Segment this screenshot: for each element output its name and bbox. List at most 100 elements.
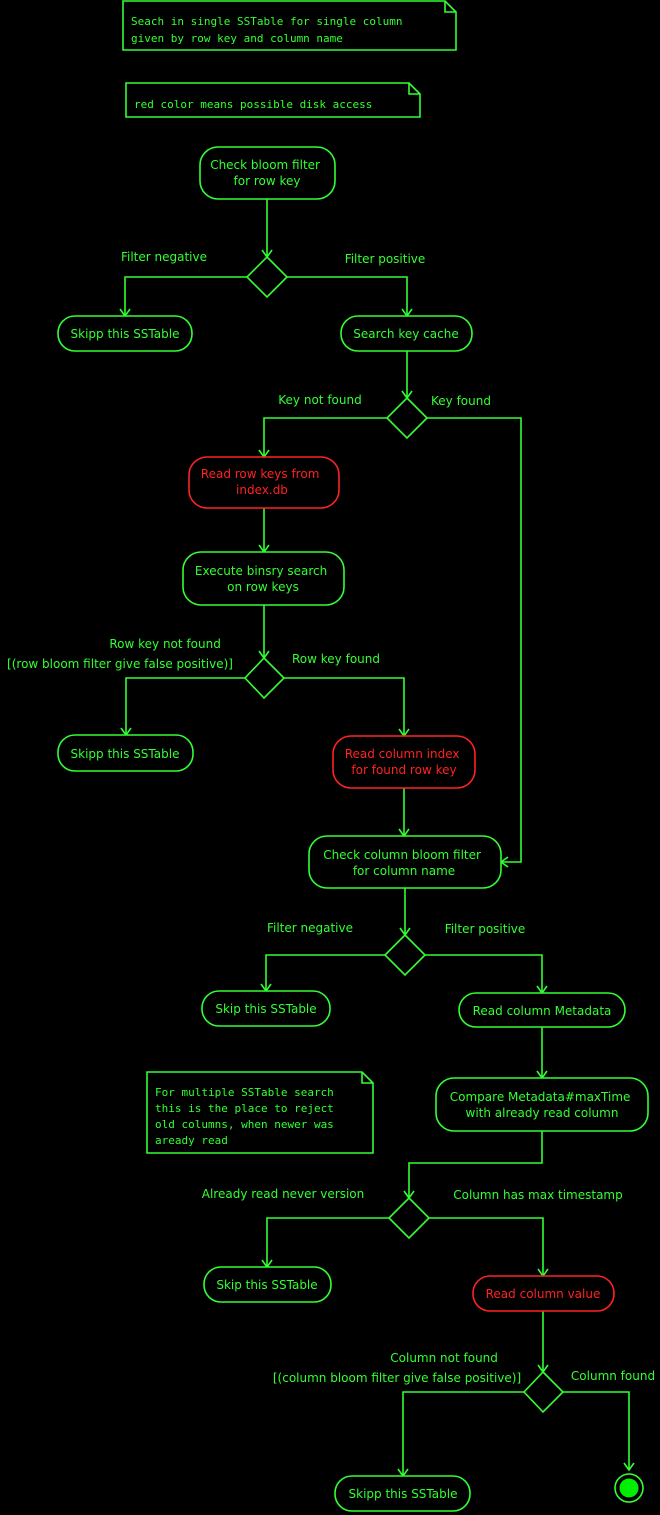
note-line: aready read bbox=[155, 1134, 228, 1147]
decision-column-found bbox=[522, 1370, 565, 1414]
edge bbox=[287, 276, 408, 316]
note-legend-text: red color means possible disk access bbox=[134, 98, 372, 111]
edge-labels: Filter negative Filter positive Key not … bbox=[7, 250, 655, 1385]
edge bbox=[125, 677, 245, 735]
note-multi-sstable-text: For multiple SSTable search this is the … bbox=[155, 1086, 340, 1147]
activity-label-line: Compare Metadata#maxTime bbox=[450, 1090, 631, 1104]
edge-label-line: Already read never version bbox=[202, 1187, 365, 1201]
edge-label: Row key not found [(row bloom filter giv… bbox=[7, 637, 233, 671]
activity-skip-sstable-4: Skip this SSTable bbox=[203, 1266, 332, 1303]
activity-label: Execute binsry search on row keys bbox=[195, 564, 331, 594]
edge-label-line: Filter negative bbox=[267, 921, 353, 935]
activity-label: Read column value bbox=[486, 1287, 601, 1301]
note-line: old columns, when newer was bbox=[155, 1118, 334, 1131]
decision-row-key bbox=[243, 656, 286, 700]
edge bbox=[265, 954, 385, 991]
note-search-scope-text: Seach in single SSTable for single colum… bbox=[131, 15, 409, 45]
activity-binary-search: Execute binsry search on row keys bbox=[182, 551, 345, 606]
activity-read-column-metadata: Read column Metadata bbox=[458, 992, 626, 1028]
edge-label-line: [(row bloom filter give false positive)] bbox=[7, 657, 233, 671]
activity-label: Skip this SSTable bbox=[215, 1002, 316, 1016]
note-search-scope: Seach in single SSTable for single colum… bbox=[122, 0, 457, 51]
edge-label-line: Row key found bbox=[292, 652, 380, 666]
edge-label: Row key found bbox=[292, 652, 380, 666]
activity-label: Skipp this SSTable bbox=[71, 327, 180, 341]
edge-label: Key found bbox=[431, 394, 491, 408]
activity-label-line: for row key bbox=[234, 174, 301, 188]
activity-compare-metadata: Compare Metadata#maxTime with already re… bbox=[435, 1077, 649, 1132]
edge-label: Column found bbox=[571, 1369, 655, 1383]
activity-search-key-cache: Search key cache bbox=[340, 315, 473, 352]
activity-check-bloom-filter: Check bloom filter for row key bbox=[199, 146, 336, 200]
edge bbox=[408, 1131, 543, 1198]
activity-label: Compare Metadata#maxTime with already re… bbox=[450, 1090, 634, 1120]
end-node bbox=[614, 1473, 644, 1503]
edge-label-line: Key found bbox=[431, 394, 491, 408]
activity-label-line: for column name bbox=[353, 864, 455, 878]
activity-label-line: Skip this SSTable bbox=[215, 1002, 316, 1016]
activity-label-line: Skipp this SSTable bbox=[349, 1487, 458, 1501]
note-line: given by row key and column name bbox=[131, 32, 343, 45]
activity-label: Read column index for found row key bbox=[345, 747, 464, 777]
edge-label-line: Column not found bbox=[390, 1351, 498, 1365]
edge-label: Column not found [(column bloom filter g… bbox=[273, 1351, 521, 1385]
edge-label: Filter negative bbox=[121, 250, 207, 264]
activity-skip-sstable-3: Skip this SSTable bbox=[201, 990, 331, 1027]
decision-row-bloom bbox=[245, 255, 289, 299]
activity-label-line: Read column Metadata bbox=[473, 1004, 612, 1018]
edge-label-line: Row key not found bbox=[109, 637, 220, 651]
activity-label-line: for found row key bbox=[351, 763, 456, 777]
edge bbox=[425, 954, 543, 993]
edge bbox=[263, 417, 387, 457]
activity-skip-sstable-5: Skipp this SSTable bbox=[334, 1475, 471, 1512]
activity-label-line: Skip this SSTable bbox=[216, 1278, 317, 1292]
decision-key-cache bbox=[385, 396, 429, 440]
activity-label-line: Read row keys from bbox=[201, 467, 320, 481]
activity-label: Skip this SSTable bbox=[216, 1278, 317, 1292]
decisions bbox=[243, 255, 565, 1414]
activity-read-column-value: Read column value bbox=[472, 1275, 615, 1312]
activity-label-line: Read column index bbox=[345, 747, 460, 761]
arrowhead bbox=[623, 1462, 635, 1472]
edge-label: Column has max timestamp bbox=[453, 1188, 622, 1202]
activity-label-line: Check bloom filter bbox=[210, 158, 320, 172]
activity-read-column-index: Read column index for found row key bbox=[332, 735, 476, 789]
edge bbox=[402, 1391, 524, 1476]
note-line: this is the place to reject bbox=[155, 1102, 334, 1115]
edge bbox=[429, 1217, 544, 1276]
activity-label-line: Skipp this SSTable bbox=[71, 327, 180, 341]
activity-read-row-keys: Read row keys from index.db bbox=[188, 456, 340, 509]
edge bbox=[284, 677, 405, 736]
activity-label-line: Search key cache bbox=[353, 327, 458, 341]
edge-label: Key not found bbox=[278, 393, 361, 407]
activity-label: Search key cache bbox=[353, 327, 458, 341]
activity-label-line: Check column bloom filter bbox=[323, 848, 481, 862]
activity-label-line: Execute binsry search bbox=[195, 564, 327, 578]
activity-skip-sstable-2: Skipp this SSTable bbox=[57, 734, 194, 772]
edges bbox=[124, 199, 630, 1476]
edge-label-line: Column has max timestamp bbox=[453, 1188, 622, 1202]
edge-label: Filter positive bbox=[345, 252, 426, 266]
activity-label-line: with already read column bbox=[466, 1106, 619, 1120]
edge bbox=[563, 1391, 630, 1470]
note-line: red color means possible disk access bbox=[134, 98, 372, 111]
edge bbox=[427, 417, 522, 863]
activity-label: Skipp this SSTable bbox=[71, 747, 180, 761]
edge-label: Filter positive bbox=[445, 922, 526, 936]
activity-label-line: Read column value bbox=[486, 1287, 601, 1301]
activity-label: Read row keys from index.db bbox=[201, 467, 323, 497]
activity-label-line: Skipp this SSTable bbox=[71, 747, 180, 761]
note-legend: red color means possible disk access bbox=[125, 82, 421, 118]
edge-label-line: Filter negative bbox=[121, 250, 207, 264]
edge-label-line: [(column bloom filter give false positiv… bbox=[273, 1371, 521, 1385]
decision-column-bloom bbox=[383, 933, 427, 977]
note-multi-sstable: For multiple SSTable search this is the … bbox=[146, 1071, 374, 1154]
edge bbox=[266, 1217, 389, 1267]
decision-max-timestamp bbox=[387, 1196, 431, 1240]
activity-label: Read column Metadata bbox=[473, 1004, 612, 1018]
edge-label-line: Filter positive bbox=[345, 252, 426, 266]
edge-label-line: Key not found bbox=[278, 393, 361, 407]
activity-check-column-bloom-filter: Check column bloom filter for column nam… bbox=[308, 835, 502, 889]
note-line: Seach in single SSTable for single colum… bbox=[131, 15, 403, 28]
